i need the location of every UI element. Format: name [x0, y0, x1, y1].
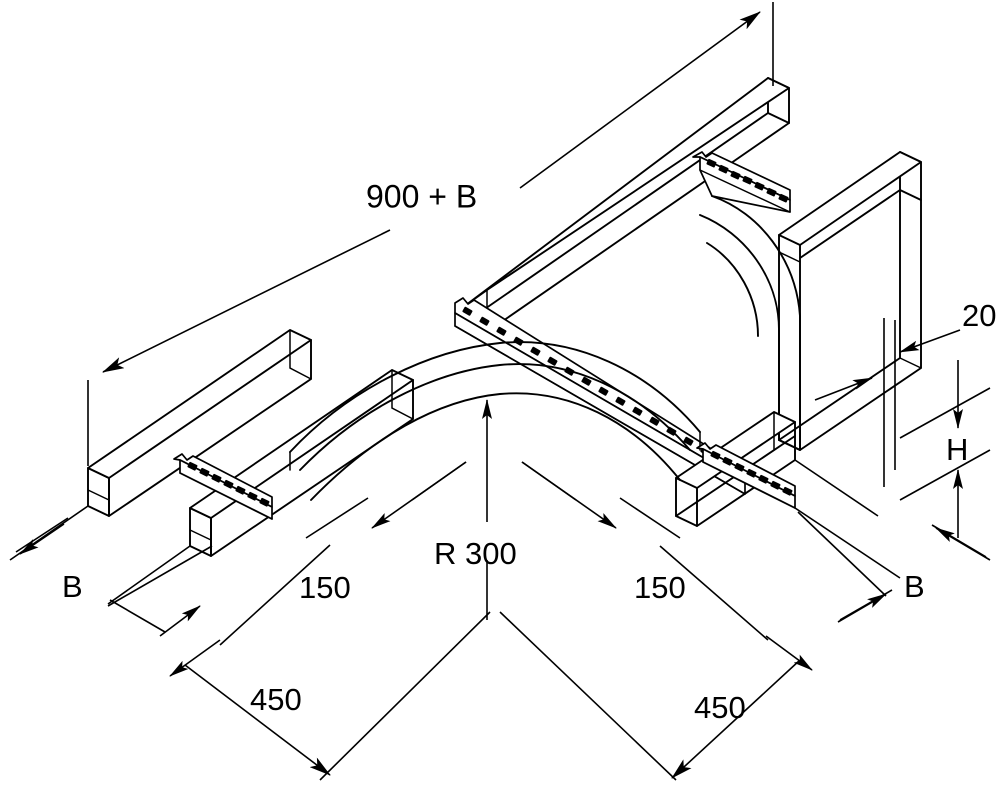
rung-bracket-lower-right [696, 442, 796, 509]
dimension-label-bend-radius: R 300 [434, 536, 517, 571]
rung-perforations-upper-right [706, 158, 789, 203]
cable-tray-tee-geometry [87, 77, 922, 557]
dimension-offset-right [521, 461, 681, 539]
dimension-label-flange-height: 20 [962, 298, 996, 333]
dimension-label-branch-right: 450 [694, 690, 746, 725]
rung-bracket-lower-left [173, 453, 273, 520]
dimension-flange-height [814, 318, 961, 487]
rung-perforations-lower-right [710, 450, 793, 496]
rung-bracket-upper-right [692, 151, 791, 213]
tray-arm-left-rear [87, 329, 312, 517]
dimension-branch-left [107, 544, 491, 781]
tray-bend-center-arc [289, 341, 701, 501]
dimension-label-overall-length: 900 + B [366, 178, 477, 214]
dimension-label-tray-height: H [946, 432, 968, 467]
tray-arm-left-front [189, 369, 414, 557]
dimension-branch-right [499, 511, 887, 781]
dimension-label-branch-left: 450 [250, 682, 302, 717]
dimension-width-left [9, 505, 201, 637]
dimension-label-width-right: B [904, 569, 925, 604]
rung-bracket-center [454, 297, 746, 495]
dimension-width-right [794, 459, 991, 623]
dimension-tray-height [899, 360, 991, 538]
dimension-offset-left [305, 461, 467, 539]
dimension-label-offset-left: 150 [299, 570, 351, 605]
dimension-overall-length [87, 2, 774, 466]
tray-bend-right [699, 195, 801, 451]
rung-perforations-lower-left [187, 461, 270, 507]
dimension-label-width-left: B [62, 569, 83, 604]
tray-arm-rear-upper [465, 77, 790, 333]
dimension-label-offset-right: 150 [634, 570, 686, 605]
